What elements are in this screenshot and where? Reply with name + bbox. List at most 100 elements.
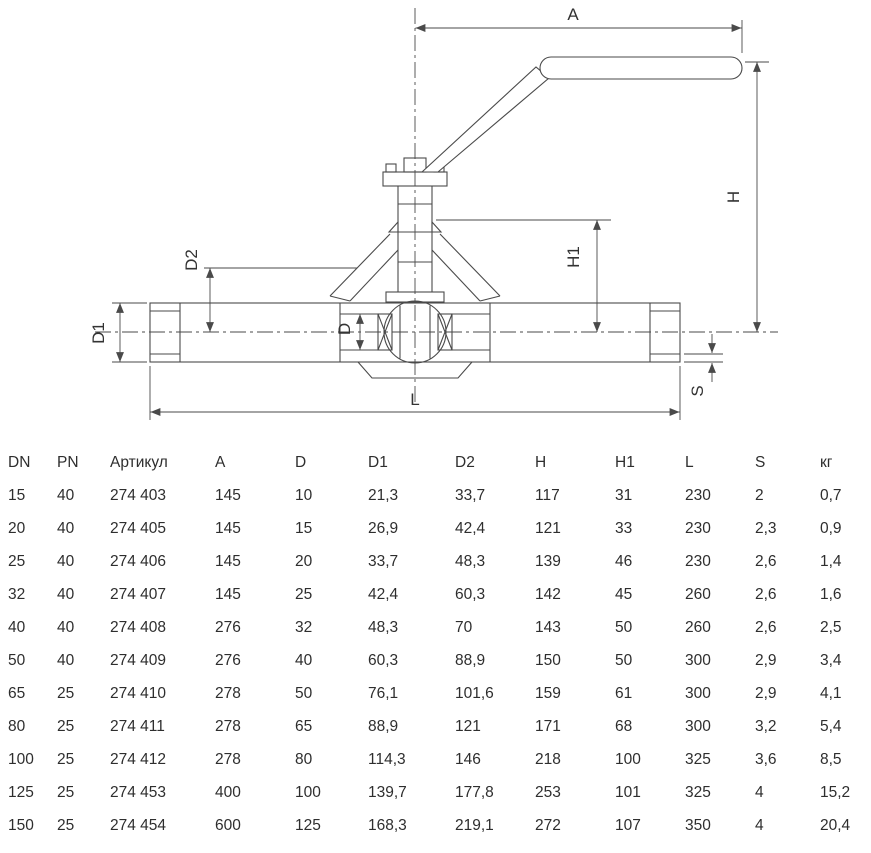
table-cell: 4 — [755, 784, 764, 801]
table-cell: 218 — [535, 751, 561, 768]
table-cell: 48,3 — [368, 619, 399, 636]
valve-drawing-area: A H H1 D2 D1 D L S — [89, 5, 778, 420]
table-cell: 260 — [685, 619, 711, 636]
table-cell: 2 — [755, 487, 764, 504]
table-cell: 168,3 — [368, 817, 407, 834]
table-cell: 107 — [615, 817, 641, 834]
dimension-labels: A H H1 D2 D1 D L S — [89, 5, 743, 409]
table-cell: 25 — [8, 553, 26, 570]
table-cell: 145 — [215, 553, 241, 570]
table-cell: 177,8 — [455, 784, 494, 801]
table-cell: 1,4 — [820, 553, 842, 570]
table-cell: 70 — [455, 619, 473, 636]
table-cell: 65 — [8, 685, 26, 702]
table-cell: 150 — [535, 652, 561, 669]
table-cell: 278 — [215, 751, 241, 768]
column-header: DN — [8, 454, 31, 471]
table-cell: 33 — [615, 520, 633, 537]
seat-right — [437, 313, 453, 351]
table-cell: 50 — [8, 652, 26, 669]
dimension-a — [415, 20, 743, 53]
column-header: PN — [57, 454, 79, 471]
table-cell: 48,3 — [455, 553, 486, 570]
table-cell: 325 — [685, 751, 711, 768]
table-cell: 274 403 — [110, 487, 167, 504]
table-cell: 46 — [615, 553, 633, 570]
table-cell: 2,3 — [755, 520, 777, 537]
table-cell: 0,7 — [820, 487, 842, 504]
table-cell: 68 — [615, 718, 633, 735]
table-cell: 31 — [615, 487, 633, 504]
dim-label-s: S — [688, 385, 707, 396]
dimension-d2 — [204, 267, 357, 332]
table-cell: 274 453 — [110, 784, 167, 801]
column-header: H1 — [615, 454, 635, 471]
table-cell: 20 — [8, 520, 26, 537]
table-cell: 400 — [215, 784, 241, 801]
table-cell: 3,2 — [755, 718, 777, 735]
dim-label-l: L — [410, 390, 419, 409]
table-cell: 60,3 — [368, 652, 399, 669]
table-cell: 76,1 — [368, 685, 399, 702]
table-cell: 139,7 — [368, 784, 407, 801]
table-cell: 33,7 — [455, 487, 486, 504]
stem-assembly — [329, 157, 501, 303]
table-cell: 1,6 — [820, 586, 842, 603]
table-cell: 600 — [215, 817, 241, 834]
table-cell: 150 — [8, 817, 34, 834]
table-cell: 42,4 — [368, 586, 399, 603]
dimension-s — [684, 334, 723, 382]
table-cell: 4,1 — [820, 685, 842, 702]
table-cell: 4 — [755, 817, 764, 834]
table-cell: 10 — [295, 487, 313, 504]
column-header: L — [685, 454, 694, 471]
table-cell: 88,9 — [368, 718, 399, 735]
table-cell: 40 — [8, 619, 26, 636]
table-cell: 274 407 — [110, 586, 167, 603]
table-cell: 274 412 — [110, 751, 167, 768]
dimension-h1 — [436, 219, 611, 332]
handle-lever — [420, 66, 550, 173]
table-cell: 143 — [535, 619, 561, 636]
table-cell: 40 — [295, 652, 313, 669]
column-header: Артикул — [110, 454, 168, 471]
table-cell: 40 — [57, 520, 75, 537]
table-cell: 325 — [685, 784, 711, 801]
table-cell: 276 — [215, 619, 241, 636]
ball — [383, 300, 447, 364]
dimension-h — [745, 61, 769, 332]
table-cell: 50 — [615, 619, 633, 636]
table-cell: 32 — [8, 586, 26, 603]
table-cell: 15 — [295, 520, 313, 537]
table-cell: 45 — [615, 586, 633, 603]
table-cell: 101,6 — [455, 685, 494, 702]
centerlines — [95, 8, 778, 402]
table-cell: 25 — [57, 718, 75, 735]
table-cell: 3,4 — [820, 652, 842, 669]
table-cell: 40 — [57, 553, 75, 570]
handle-grip — [539, 56, 743, 80]
table-cell: 219,1 — [455, 817, 494, 834]
table-cell: 145 — [215, 586, 241, 603]
table-cell: 60,3 — [455, 586, 486, 603]
table-cell: 274 408 — [110, 619, 167, 636]
table-cell: 2,9 — [755, 652, 777, 669]
table-cell: 121 — [455, 718, 481, 735]
valve-handle — [420, 56, 743, 173]
table-cell: 42,4 — [455, 520, 486, 537]
table-cell: 100 — [615, 751, 641, 768]
table-cell: 274 405 — [110, 520, 167, 537]
table-cell: 145 — [215, 520, 241, 537]
table-cell: 159 — [535, 685, 561, 702]
table-cell: 25 — [57, 817, 75, 834]
ball-and-seats — [377, 300, 453, 364]
table-cell: 80 — [8, 718, 26, 735]
table-cell: 350 — [685, 817, 711, 834]
table-cell: 274 454 — [110, 817, 167, 834]
